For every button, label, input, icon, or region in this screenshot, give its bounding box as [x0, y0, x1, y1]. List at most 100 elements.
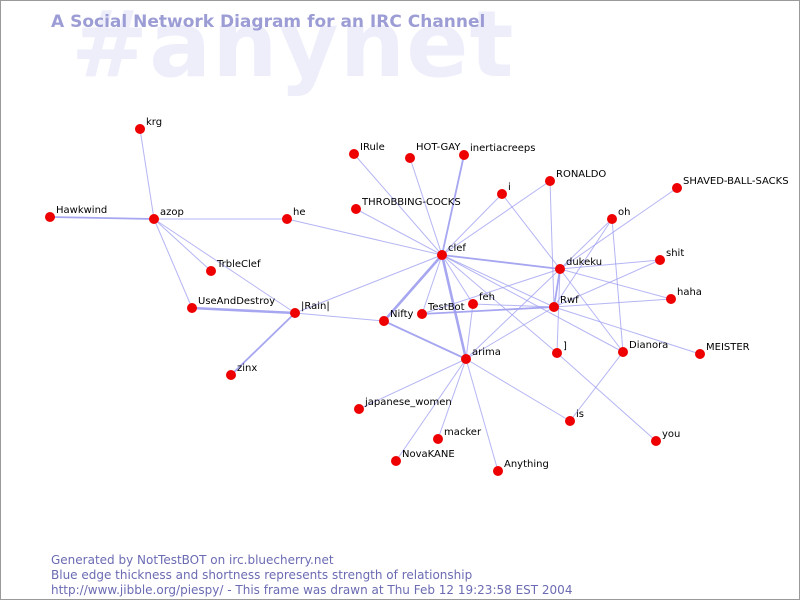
node-label: HOT-GAY — [416, 142, 461, 153]
node-dot[interactable] — [549, 302, 559, 312]
node-dot[interactable] — [149, 214, 159, 224]
node-feh[interactable]: feh — [468, 292, 495, 309]
edge-inertiacreeps-clef — [441, 154, 465, 256]
edge-arima-novakane — [395, 358, 467, 462]
node-label: Rwf — [560, 295, 579, 306]
node-hotgay[interactable]: HOT-GAY — [405, 142, 461, 163]
edge-throbbing-clef — [355, 208, 443, 256]
node-label: is — [576, 409, 584, 420]
edge-clef-feh — [441, 254, 474, 305]
node-novakane[interactable]: NovaKANE — [391, 449, 455, 466]
footer-source-link[interactable]: http://www.jibble.org/piespy/ - This fra… — [51, 583, 573, 597]
edge-dukeku-arima — [465, 268, 561, 360]
node-dot[interactable] — [695, 349, 705, 359]
node-nifty[interactable]: Nifty — [379, 309, 414, 326]
node-dot[interactable] — [354, 404, 364, 414]
edge-rwf-shit — [553, 259, 661, 308]
node-krg[interactable]: krg — [135, 117, 162, 134]
node-ronaldo[interactable]: RONALDO — [545, 169, 606, 186]
node-dot[interactable] — [349, 149, 359, 159]
node-irule[interactable]: IRule — [349, 142, 385, 159]
edge-clef-testbot — [421, 254, 443, 315]
node-azop[interactable]: azop — [149, 207, 184, 224]
node-dot[interactable] — [187, 303, 197, 313]
edge-krg-azop — [139, 128, 155, 220]
node-label: arima — [472, 347, 501, 358]
node-meister[interactable]: MEISTER — [695, 342, 750, 359]
node-dianora[interactable]: Dianora — [618, 340, 668, 357]
edge-rwf-feh — [472, 303, 555, 308]
node-dot[interactable] — [282, 214, 292, 224]
node-label: TrbleClef — [216, 259, 261, 270]
edge-azop-rain — [153, 218, 296, 314]
node-dot[interactable] — [552, 348, 562, 358]
edge-dukeku-bracket — [556, 268, 561, 354]
node-label: i — [508, 182, 511, 193]
node-anything[interactable]: Anything — [493, 459, 549, 476]
node-dot[interactable] — [618, 347, 628, 357]
node-dot[interactable] — [459, 150, 469, 160]
node-japanese[interactable]: japanese_women — [354, 397, 452, 414]
node-dot[interactable] — [135, 124, 145, 134]
node-label: MEISTER — [706, 342, 750, 353]
node-clef[interactable]: clef — [437, 243, 466, 260]
node-dot[interactable] — [351, 204, 361, 214]
node-dot[interactable] — [433, 434, 443, 444]
node-dot[interactable] — [461, 354, 471, 364]
edge-rain-nifty — [294, 312, 385, 322]
node-hawkwind[interactable]: Hawkwind — [45, 205, 107, 222]
edge-rwf-haha — [553, 298, 672, 308]
node-dot[interactable] — [405, 153, 415, 163]
node-dot[interactable] — [666, 294, 676, 304]
node-dot[interactable] — [555, 264, 565, 274]
node-label: Nifty — [390, 309, 414, 320]
node-dot[interactable] — [545, 176, 555, 186]
node-dot[interactable] — [493, 466, 503, 476]
node-dot[interactable] — [497, 189, 507, 199]
node-dot[interactable] — [206, 266, 216, 276]
node-macker[interactable]: macker — [433, 427, 482, 444]
node-label: ] — [563, 341, 567, 352]
edge-clef-nifty — [383, 254, 443, 322]
node-dot[interactable] — [45, 212, 55, 222]
node-label: japanese_women — [364, 397, 452, 408]
node-dot[interactable] — [655, 255, 665, 265]
node-dot[interactable] — [565, 416, 575, 426]
edge-clef-rwf — [441, 254, 555, 308]
node-dot[interactable] — [290, 308, 300, 318]
node-dot[interactable] — [607, 214, 617, 224]
node-dot[interactable] — [468, 299, 478, 309]
node-shaved[interactable]: SHAVED-BALL-SACKS — [672, 176, 789, 193]
node-rain[interactable]: |Rain| — [290, 301, 330, 318]
node-dot[interactable] — [651, 436, 661, 446]
node-dot[interactable] — [379, 316, 389, 326]
node-haha[interactable]: haha — [666, 287, 702, 304]
edge-rwf-testbot — [421, 306, 555, 315]
node-trbleclef[interactable]: TrbleClef — [206, 259, 261, 276]
node-you[interactable]: you — [651, 429, 680, 446]
node-arima[interactable]: arima — [461, 347, 501, 364]
node-zinx[interactable]: zinx — [226, 363, 257, 380]
node-label: UseAndDestroy — [198, 296, 275, 307]
node-is[interactable]: is — [565, 409, 584, 426]
node-dot[interactable] — [672, 183, 682, 193]
node-dot[interactable] — [437, 250, 447, 260]
node-dot[interactable] — [226, 370, 236, 380]
node-i[interactable]: i — [497, 182, 511, 199]
node-oh[interactable]: oh — [607, 207, 630, 224]
node-bracket[interactable]: ] — [552, 341, 567, 358]
node-inertiacreeps[interactable]: inertiacreeps — [459, 143, 535, 160]
node-dukeku[interactable]: dukeku — [555, 257, 602, 274]
node-shit[interactable]: shit — [655, 248, 684, 265]
node-he[interactable]: he — [282, 207, 306, 224]
diagram-title: A Social Network Diagram for an IRC Chan… — [51, 12, 486, 32]
node-throbbing[interactable]: THROBBING-COCKS — [351, 197, 461, 214]
node-dot[interactable] — [391, 456, 401, 466]
node-useanddestroy[interactable]: UseAndDestroy — [187, 296, 275, 313]
node-testbot[interactable]: TestBot — [417, 302, 465, 319]
node-label: Anything — [504, 459, 549, 470]
edge-arima-feh — [465, 303, 474, 360]
node-dot[interactable] — [417, 309, 427, 319]
node-rwf[interactable]: Rwf — [549, 295, 579, 312]
